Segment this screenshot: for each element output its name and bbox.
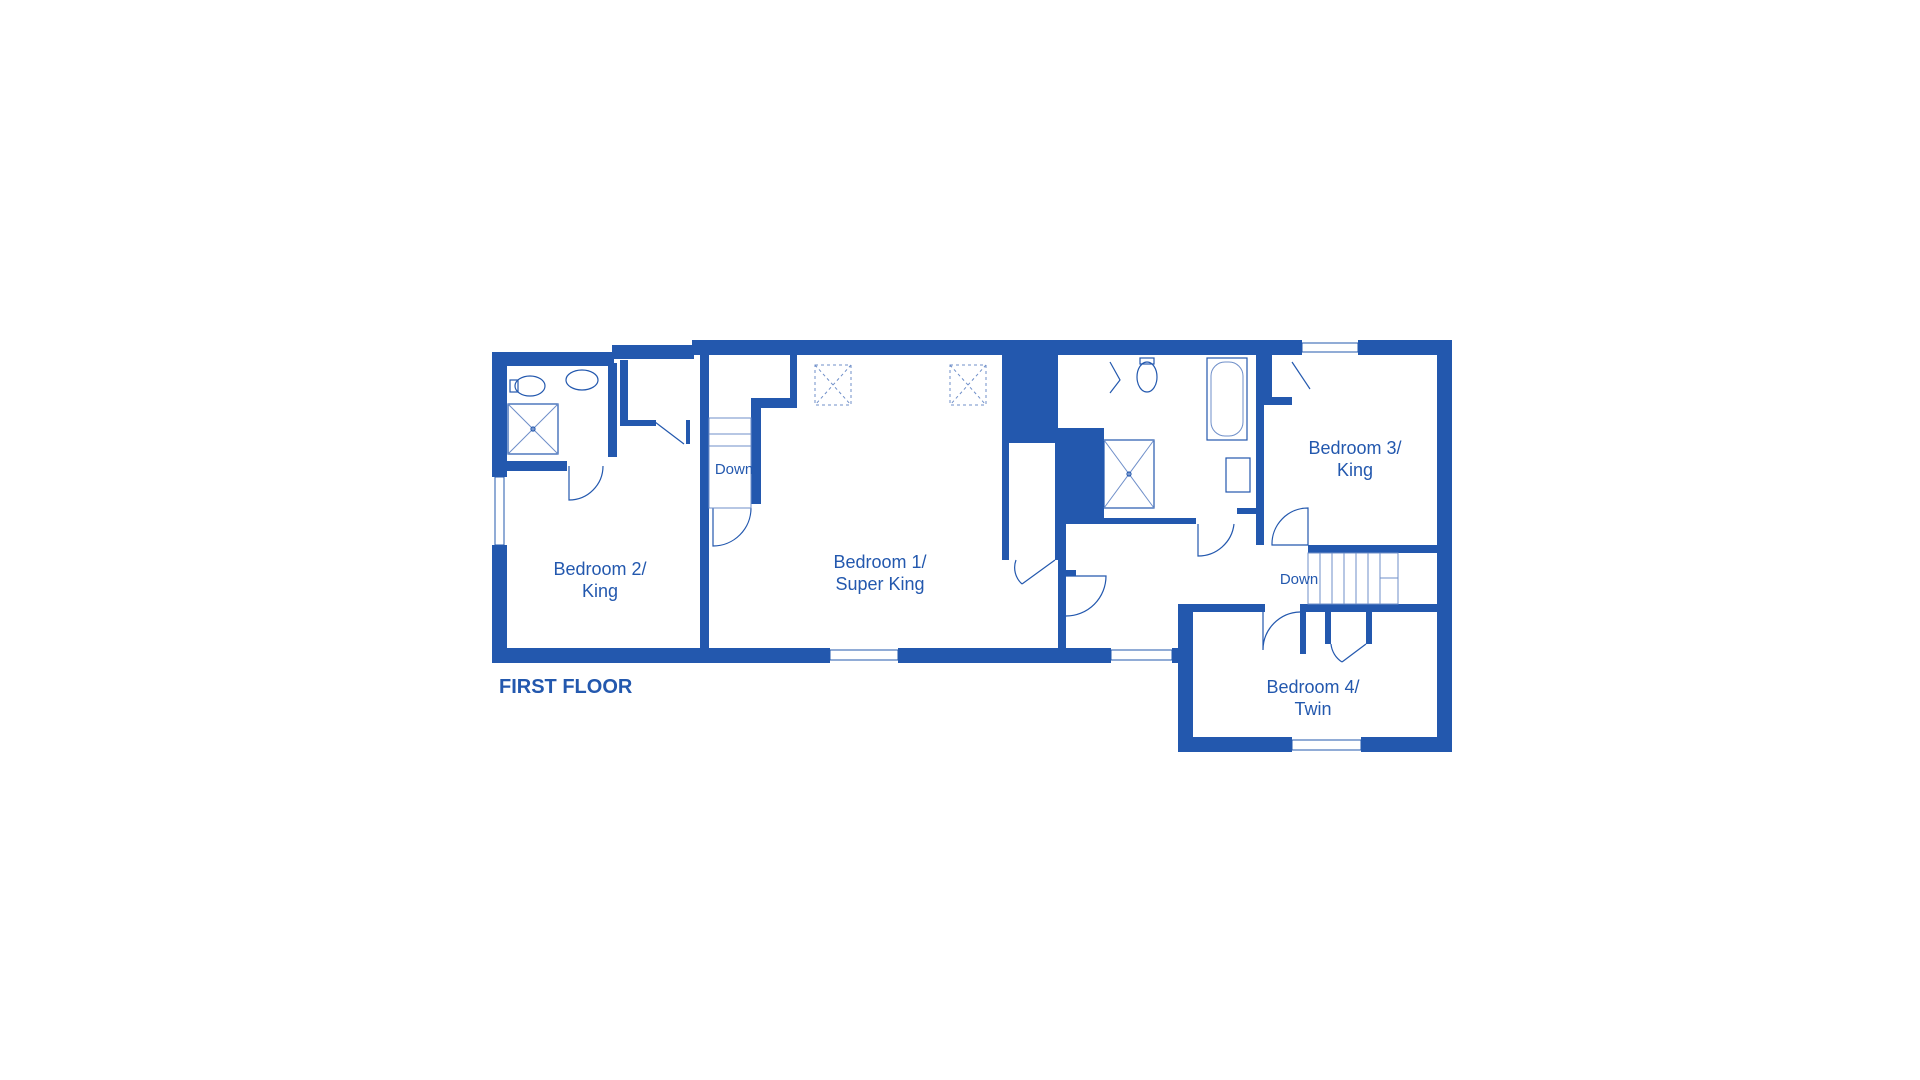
doors (568, 361, 1367, 663)
room-bedroom-3: Bedroom 3/ King (1308, 438, 1401, 480)
room-label-line2: Super King (835, 574, 924, 594)
stair-label-down: Down (1280, 571, 1318, 588)
internal-walls (507, 355, 1452, 654)
windows (494, 342, 1362, 751)
room-bedroom-1: Bedroom 1/ Super King (833, 552, 926, 594)
room-label-line1: Bedroom 4/ (1266, 677, 1359, 697)
room-label-line2: King (582, 581, 618, 601)
room-label-line2: Twin (1294, 699, 1331, 719)
room-label-line1: Bedroom 3/ (1308, 438, 1401, 458)
room-label-line1: Bedroom 1/ (833, 552, 926, 572)
floor-label: FIRST FLOOR (499, 676, 633, 698)
fixtures (507, 357, 1399, 605)
room-label-line2: King (1337, 460, 1373, 480)
stair-label-down: Down (715, 461, 753, 478)
outer-walls (492, 340, 1452, 752)
room-label-line1: Bedroom 2/ (553, 559, 646, 579)
room-bedroom-4: Bedroom 4/ Twin (1266, 677, 1359, 719)
room-bedroom-2: Bedroom 2/ King (553, 559, 646, 601)
